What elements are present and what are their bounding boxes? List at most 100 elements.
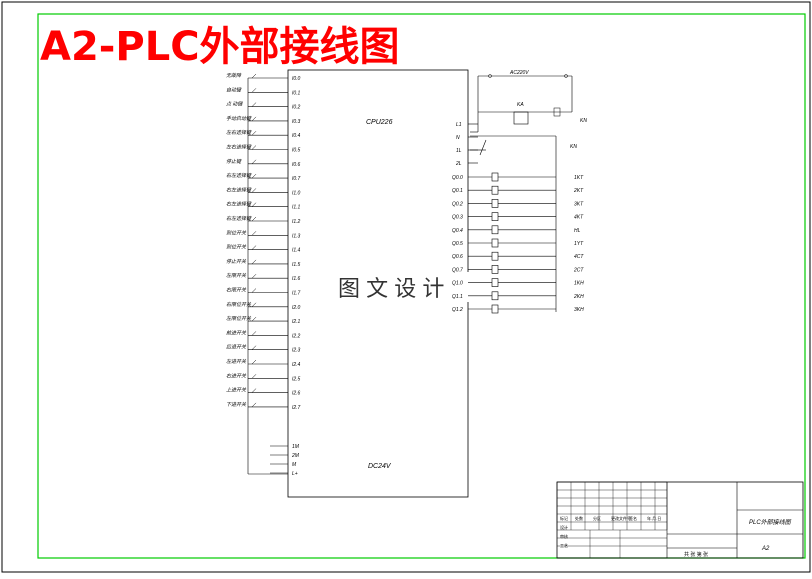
input-label: 右左选择键 bbox=[226, 201, 252, 208]
title-block-column: 年.月.日 bbox=[647, 515, 661, 521]
power-terminal: L1 bbox=[456, 122, 462, 128]
load-coil bbox=[491, 238, 499, 248]
load-coil bbox=[491, 304, 499, 314]
input-label: 左右选择键 bbox=[226, 144, 252, 151]
input-address: I1.1 bbox=[292, 205, 301, 211]
output-load: 2KH bbox=[573, 294, 584, 300]
common-terminal: L+ bbox=[292, 471, 298, 477]
switch-symbol bbox=[251, 173, 257, 179]
title-block-column: 处数 bbox=[575, 515, 583, 521]
power-terminal: N bbox=[456, 135, 460, 141]
input-address: I1.5 bbox=[292, 262, 301, 268]
output-load: 2CT bbox=[573, 267, 584, 273]
relay-label: KA bbox=[517, 102, 524, 108]
output-address: Q0.3 bbox=[452, 215, 463, 221]
sheet-inner-border bbox=[37, 13, 806, 559]
output-load: 1YT bbox=[574, 241, 584, 247]
power-terminal: 2L bbox=[455, 161, 462, 167]
switch-symbol bbox=[251, 116, 257, 122]
input-address: I1.3 bbox=[292, 233, 301, 239]
switch-symbol bbox=[251, 274, 257, 279]
common-terminal: 1M bbox=[292, 444, 300, 450]
ac-supply: AC220V KA KN KN bbox=[470, 70, 587, 156]
input-address: I2.2 bbox=[292, 333, 301, 339]
input-label: 停止键 bbox=[226, 158, 242, 165]
input-address: I2.0 bbox=[292, 305, 301, 311]
switch-symbol bbox=[251, 388, 257, 393]
input-label: 点 动键 bbox=[226, 101, 243, 108]
input-label: 手动启动键 bbox=[226, 115, 252, 122]
input-label: 后退开关 bbox=[226, 344, 247, 351]
input-address: I0.2 bbox=[292, 105, 301, 111]
output-address: Q0.4 bbox=[452, 228, 463, 234]
switch-symbol bbox=[251, 402, 257, 408]
output-address: Q1.0 bbox=[452, 281, 463, 287]
output-address: Q0.5 bbox=[452, 241, 463, 247]
input-address: I0.7 bbox=[292, 176, 301, 182]
switch-symbol bbox=[251, 88, 257, 93]
title-block-row: 工艺 bbox=[560, 543, 568, 548]
input-label: 右左选择键 bbox=[226, 186, 252, 193]
switch-symbol bbox=[251, 202, 257, 207]
output-load: 4KT bbox=[574, 215, 584, 221]
drawing-name: PLC外部接线图 bbox=[749, 518, 792, 526]
output-address: Q0.6 bbox=[452, 254, 463, 260]
input-address: I0.3 bbox=[292, 119, 301, 125]
switch-symbol bbox=[251, 316, 257, 322]
switch-symbol bbox=[251, 159, 257, 164]
kn-label-2: KN bbox=[570, 144, 577, 150]
switch-symbol bbox=[251, 345, 257, 350]
input-address: I2.1 bbox=[292, 319, 301, 325]
load-coil bbox=[491, 291, 499, 301]
input-address: I0.5 bbox=[292, 148, 301, 154]
load-coil bbox=[491, 278, 499, 287]
input-address: I0.1 bbox=[292, 90, 301, 96]
switch-symbol bbox=[251, 374, 257, 379]
page-title: A2-PLC外部接线图 bbox=[40, 24, 400, 70]
power-terminal: 1L bbox=[456, 148, 462, 154]
load-coil bbox=[491, 185, 499, 195]
watermark-text: 图 文 设 计 bbox=[338, 276, 444, 301]
sheet-size: A2 bbox=[761, 546, 770, 552]
output-load: HL bbox=[574, 228, 581, 234]
input-label: 无故障 bbox=[226, 72, 242, 79]
ac-supply-label: AC220V bbox=[509, 70, 529, 76]
input-address: I2.7 bbox=[292, 405, 301, 411]
load-coil bbox=[491, 251, 499, 261]
title-block-column: 更改文件号 bbox=[611, 515, 631, 521]
input-label: 左限位开关 bbox=[226, 315, 252, 322]
input-label: 停止开关 bbox=[226, 258, 247, 265]
switch-symbol bbox=[251, 331, 257, 336]
input-label: 到位开关 bbox=[226, 244, 247, 251]
load-coil bbox=[491, 212, 499, 221]
input-label: 前进开关 bbox=[226, 329, 247, 336]
switch-symbol bbox=[251, 131, 257, 136]
input-address: I0.6 bbox=[292, 162, 301, 168]
plc-power-label: DC24V bbox=[368, 463, 392, 470]
switch-symbol bbox=[251, 359, 257, 365]
input-address: I2.3 bbox=[292, 348, 301, 354]
title-block: 处数分区更改文件号签名年.月.日标记设计审核工艺 PLC外部接线图 A2 共 张… bbox=[556, 481, 804, 559]
input-address: I0.4 bbox=[292, 133, 301, 139]
output-address: Q1.1 bbox=[452, 294, 463, 300]
switch-symbol bbox=[251, 216, 257, 222]
output-address: Q0.7 bbox=[452, 267, 463, 273]
input-label: 右限位开关 bbox=[226, 301, 252, 308]
input-address: I1.6 bbox=[292, 276, 301, 282]
switch-symbol bbox=[251, 231, 257, 236]
watermark-bg bbox=[334, 272, 484, 302]
input-address: I1.7 bbox=[292, 291, 301, 297]
switch-symbol bbox=[251, 188, 257, 193]
output-address: Q1.2 bbox=[452, 307, 463, 313]
switch-symbol bbox=[251, 288, 257, 293]
load-coil bbox=[491, 225, 499, 235]
title-block-column: 分区 bbox=[593, 515, 601, 521]
title-block-row: 标记 bbox=[560, 515, 568, 521]
output-address: Q0.1 bbox=[452, 188, 463, 194]
output-load: 4CT bbox=[574, 254, 584, 260]
input-label: 右进开关 bbox=[226, 372, 247, 379]
